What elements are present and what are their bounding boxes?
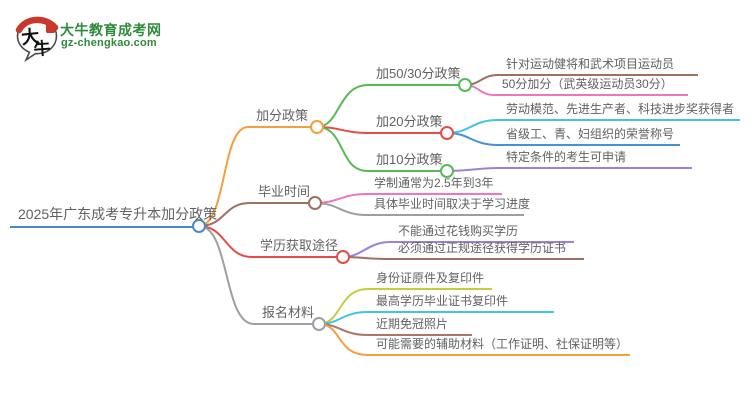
link-root-degree-path bbox=[198, 225, 253, 258]
branch-degree-path[interactable]: 学历获取途径 bbox=[252, 238, 338, 258]
link-root-bonus-policy bbox=[198, 126, 249, 227]
node-policy-10[interactable]: 加10分政策 bbox=[368, 152, 442, 172]
link-grad-progress bbox=[314, 202, 367, 216]
node-policy-50-30[interactable]: 加50/30分政策 bbox=[368, 66, 461, 86]
branch-graduation-time[interactable]: 毕业时间 bbox=[250, 184, 310, 204]
link-reg-auxiliary bbox=[318, 323, 369, 356]
bull-speech-bubble-icon: 大 牛 bbox=[15, 16, 59, 63]
link-bonus-10 bbox=[316, 126, 369, 172]
link-grad-duration bbox=[314, 193, 367, 204]
policy-20-collapse-handle[interactable] bbox=[440, 126, 454, 140]
degree-path-collapse-handle[interactable] bbox=[336, 250, 350, 264]
link-bonus-50-30 bbox=[316, 84, 369, 128]
site-logo: 大 牛 大牛教育成考网 gz-chengkao.com bbox=[14, 12, 184, 64]
leaf-model-workers-awards[interactable]: 劳动模范、先进生产者、科技进步奖获得者 bbox=[498, 102, 740, 121]
leaf-id-card-copies[interactable]: 身份证原件及复印件 bbox=[368, 271, 492, 290]
graduation-time-collapse-handle[interactable] bbox=[308, 196, 322, 210]
leaf-highest-diploma-copy[interactable]: 最高学历毕业证书复印件 bbox=[368, 294, 554, 313]
leaf-auxiliary-materials[interactable]: 可能需要的辅助材料（工作证明、社保证明等） bbox=[368, 337, 630, 356]
node-policy-20[interactable]: 加20分政策 bbox=[368, 114, 442, 134]
link-reg-id-card bbox=[318, 288, 369, 325]
link-20-model-workers bbox=[446, 119, 499, 134]
registration-collapse-handle[interactable] bbox=[312, 317, 326, 331]
logo-char-da: 大 bbox=[20, 25, 40, 49]
logo-char-niu: 牛 bbox=[33, 38, 51, 60]
logo-title: 大牛教育成考网 bbox=[60, 22, 162, 38]
root-node[interactable]: 2025年广东成考专升本加分政策 bbox=[10, 205, 217, 228]
leaf-50-points-wuying-30[interactable]: 50分加分（武英级运动员30分） bbox=[494, 77, 688, 96]
leaf-recent-photo[interactable]: 近期免冠照片 bbox=[368, 317, 472, 336]
leaf-study-duration[interactable]: 学制通常为2.5年到3年 bbox=[366, 176, 502, 195]
link-degree-no-buying bbox=[342, 241, 391, 258]
leaf-cannot-buy-degree[interactable]: 不能通过花钱购买学历 bbox=[390, 224, 574, 243]
policy-50-30-collapse-handle[interactable] bbox=[458, 78, 472, 92]
leaf-provincial-honor-titles[interactable]: 省级工、青、妇组织的荣誉称号 bbox=[498, 127, 680, 146]
link-root-registration bbox=[198, 225, 255, 325]
link-degree-formal bbox=[342, 256, 391, 260]
link-10-specific-conditions bbox=[446, 167, 499, 172]
branch-registration-materials[interactable]: 报名材料 bbox=[254, 305, 314, 325]
link-20-honor-titles bbox=[446, 132, 499, 146]
branch-bonus-policy[interactable]: 加分政策 bbox=[248, 108, 312, 128]
leaf-formal-channels-required[interactable]: 必须通过正规途径获得学历证书 bbox=[390, 241, 584, 260]
logo-domain: gz-chengkao.com bbox=[61, 37, 157, 49]
leaf-depends-on-progress[interactable]: 具体毕业时间取决于学习进度 bbox=[366, 197, 530, 216]
leaf-specific-conditions-apply[interactable]: 特定条件的考生可申请 bbox=[498, 150, 692, 169]
bonus-policy-collapse-handle[interactable] bbox=[310, 120, 324, 134]
leaf-athletes-martial-arts[interactable]: 针对运动健将和武术项目运动员 bbox=[498, 57, 698, 76]
red-seal bbox=[46, 23, 55, 33]
